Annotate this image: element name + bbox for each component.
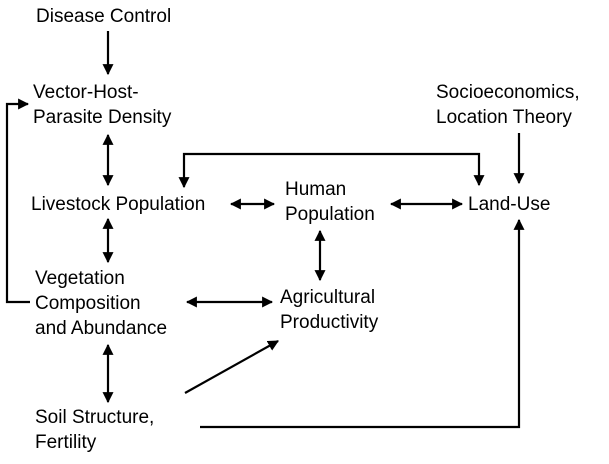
livestock-population-node: Livestock Population [31, 192, 205, 217]
human-population-label-line-2: Population [285, 204, 375, 225]
arrow-vegetation-to-vector-loop [5, 98, 30, 304]
socioeconomics-label-line-2: Location Theory [436, 107, 572, 128]
land-use-node: Land-Use [468, 192, 550, 217]
agricultural-productivity-label-line-2: Productivity [280, 312, 379, 333]
disease-control-label: Disease Control [36, 6, 172, 27]
arrow-soil-to-landuse [200, 218, 525, 429]
vegetation-label-line-3: and Abundance [35, 318, 168, 339]
soil-structure-label-line-2: Fertility [35, 432, 97, 453]
agricultural-productivity-node: Agricultural Productivity [280, 285, 378, 335]
agricultural-productivity-label-line-1: Agricultural [280, 287, 376, 308]
socioeconomics-label-line-1: Socioeconomics, [436, 82, 580, 103]
soil-structure-node: Soil Structure, Fertility [35, 405, 154, 455]
socioeconomics-node: Socioeconomics, Location Theory [436, 80, 580, 130]
vegetation-label-line-2: Composition [35, 293, 141, 314]
human-population-node: Human Population [285, 177, 375, 227]
arrow-soil-to-agricultural [184, 340, 279, 394]
land-use-label: Land-Use [468, 194, 551, 215]
disease-control-node: Disease Control [36, 4, 171, 29]
vector-host-parasite-node: Vector-Host- Parasite Density [33, 80, 171, 130]
vector-host-parasite-label-line-1: Vector-Host- [33, 82, 139, 103]
livestock-population-label: Livestock Population [31, 194, 206, 215]
vegetation-node: Vegetation Composition and Abundance [35, 266, 167, 341]
arrow-livestock-landuse-bracket [178, 152, 485, 189]
human-population-label-line-1: Human [285, 179, 347, 200]
soil-structure-label-line-1: Soil Structure, [35, 407, 155, 428]
vegetation-label-line-1: Vegetation [35, 268, 125, 289]
vector-host-parasite-label-line-2: Parasite Density [33, 107, 172, 128]
